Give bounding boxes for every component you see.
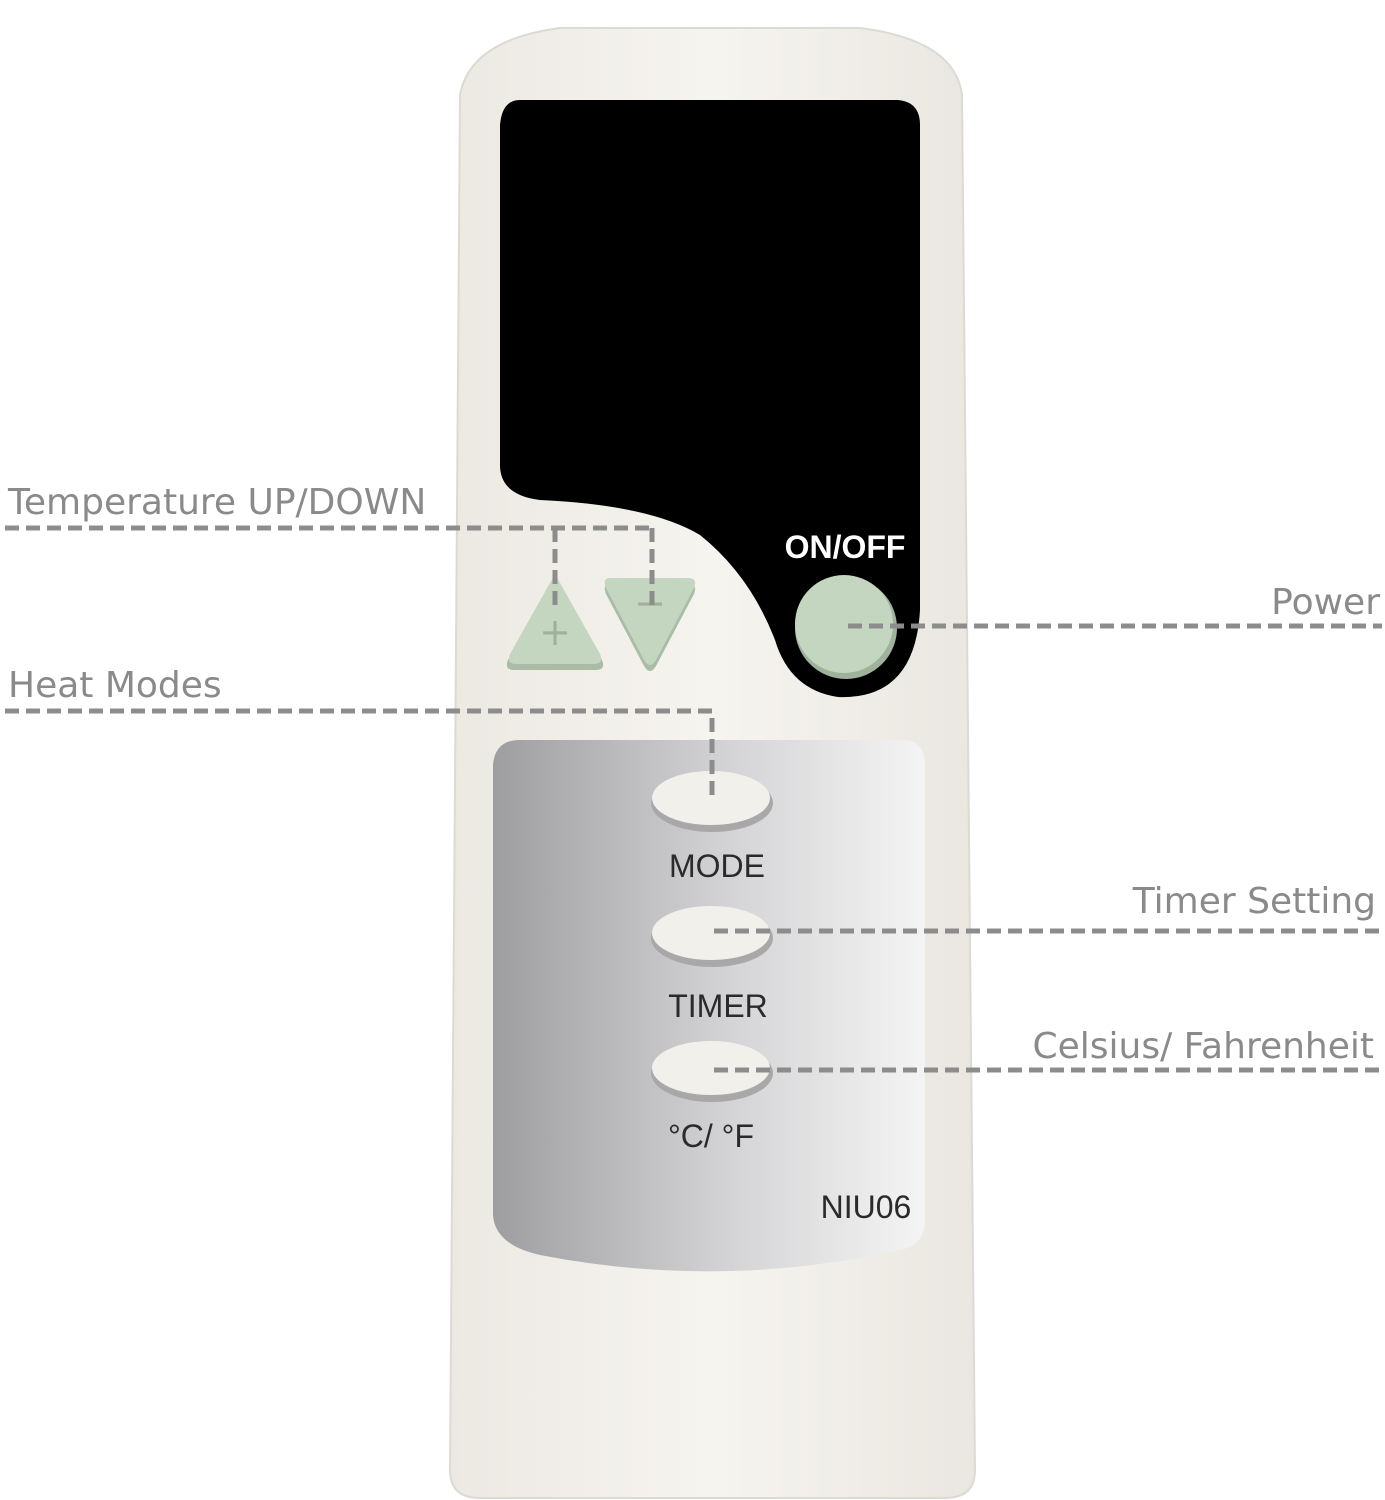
unit-toggle-label: °C/ °F — [668, 1118, 754, 1154]
power-button-label: ON/OFF — [785, 529, 906, 565]
timer-button[interactable] — [651, 906, 773, 967]
silver-panel — [493, 740, 925, 1272]
leader-heat-modes — [5, 708, 715, 798]
model-number: NIU06 — [821, 1189, 912, 1225]
callout-heat-modes: Heat Modes — [8, 665, 222, 706]
callout-power: Power — [1271, 582, 1380, 623]
mode-button[interactable] — [651, 771, 773, 832]
leader-temperature — [5, 525, 655, 612]
unit-toggle-button[interactable] — [651, 1041, 773, 1102]
timer-button-label: TIMER — [668, 988, 768, 1024]
callout-units: Celsius/ Fahrenheit — [1032, 1026, 1374, 1067]
mode-button-label: MODE — [669, 848, 765, 884]
plus-icon: + — [539, 610, 571, 654]
callout-temperature: Temperature UP/DOWN — [7, 482, 426, 523]
temp-down-button[interactable]: − — [604, 578, 696, 671]
power-button[interactable] — [795, 575, 897, 679]
display-screen — [500, 100, 920, 698]
callout-timer: Timer Setting — [1132, 881, 1376, 922]
temp-up-button[interactable]: + — [506, 574, 604, 670]
